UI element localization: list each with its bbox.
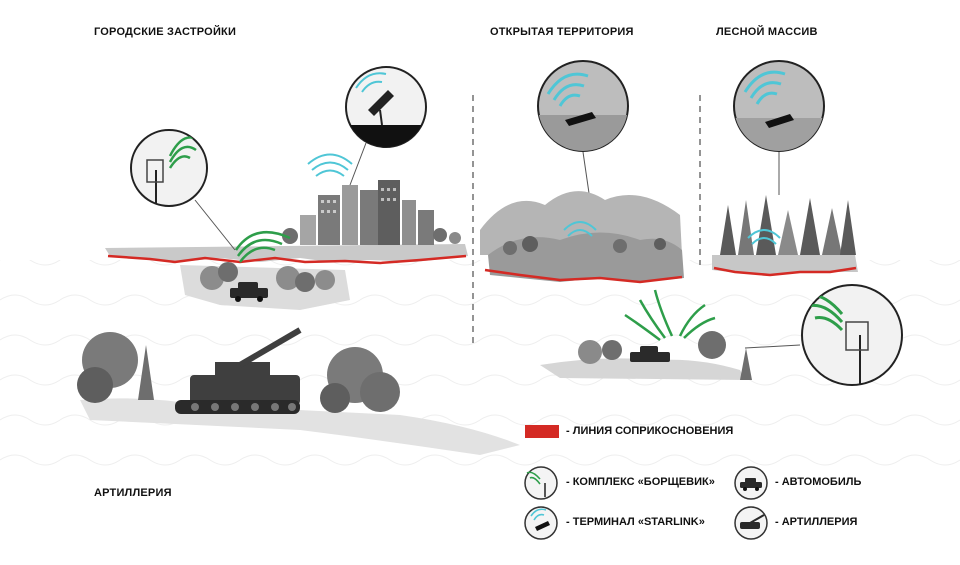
city-buildings [282,180,461,245]
legend-starlink-icon [524,506,558,540]
zone-heading-urban: ГОРОДСКИЕ ЗАСТРОЙКИ [94,26,237,38]
legend-artillery-icon [734,506,768,540]
artillery-scene [77,327,520,455]
borshchevik-signal-urban [234,230,291,263]
zone-heading-artillery: АРТИЛЛЕРИЯ [94,487,172,499]
open-field-cluster [540,289,752,380]
callout-lines [194,142,801,349]
open-zone-terrain [480,191,684,284]
callout-borshchevik-urban [130,129,208,207]
callout-starlink-open [537,60,629,152]
legend-artillery-label: - АРТИЛЛЕРИЯ [775,516,858,528]
legend-contact-line-label: - ЛИНИЯ СОПРИКОСНОВЕНИЯ [566,425,734,437]
starlink-signal-urban [307,153,353,177]
urban-car [230,282,268,302]
contact-line-forest [713,266,857,277]
legend-car-icon [734,466,768,500]
legend-car-label: - АВТОМОБИЛЬ [775,476,862,488]
legend-borshchevik-label: - КОМПЛЕКС «БОРЩЕВИК» [566,476,715,488]
artillery-gun [175,327,302,414]
legend [524,425,768,540]
forest-zone-terrain [712,195,858,277]
urban-trees [200,262,335,292]
callout-starlink-forest [733,60,825,152]
contact-line-open [484,268,683,284]
contact-line-urban [107,254,467,265]
zone-heading-open: ОТКРЫТАЯ ТЕРРИТОРИЯ [490,26,634,38]
callout-starlink-urban [345,66,427,148]
legend-contact-line-swatch [525,425,559,438]
legend-starlink-label: - ТЕРМИНАЛ «STARLINK» [566,516,705,528]
zone-heading-forest: ЛЕСНОЙ МАССИВ [716,26,818,38]
legend-borshchevik-icon [524,466,558,500]
